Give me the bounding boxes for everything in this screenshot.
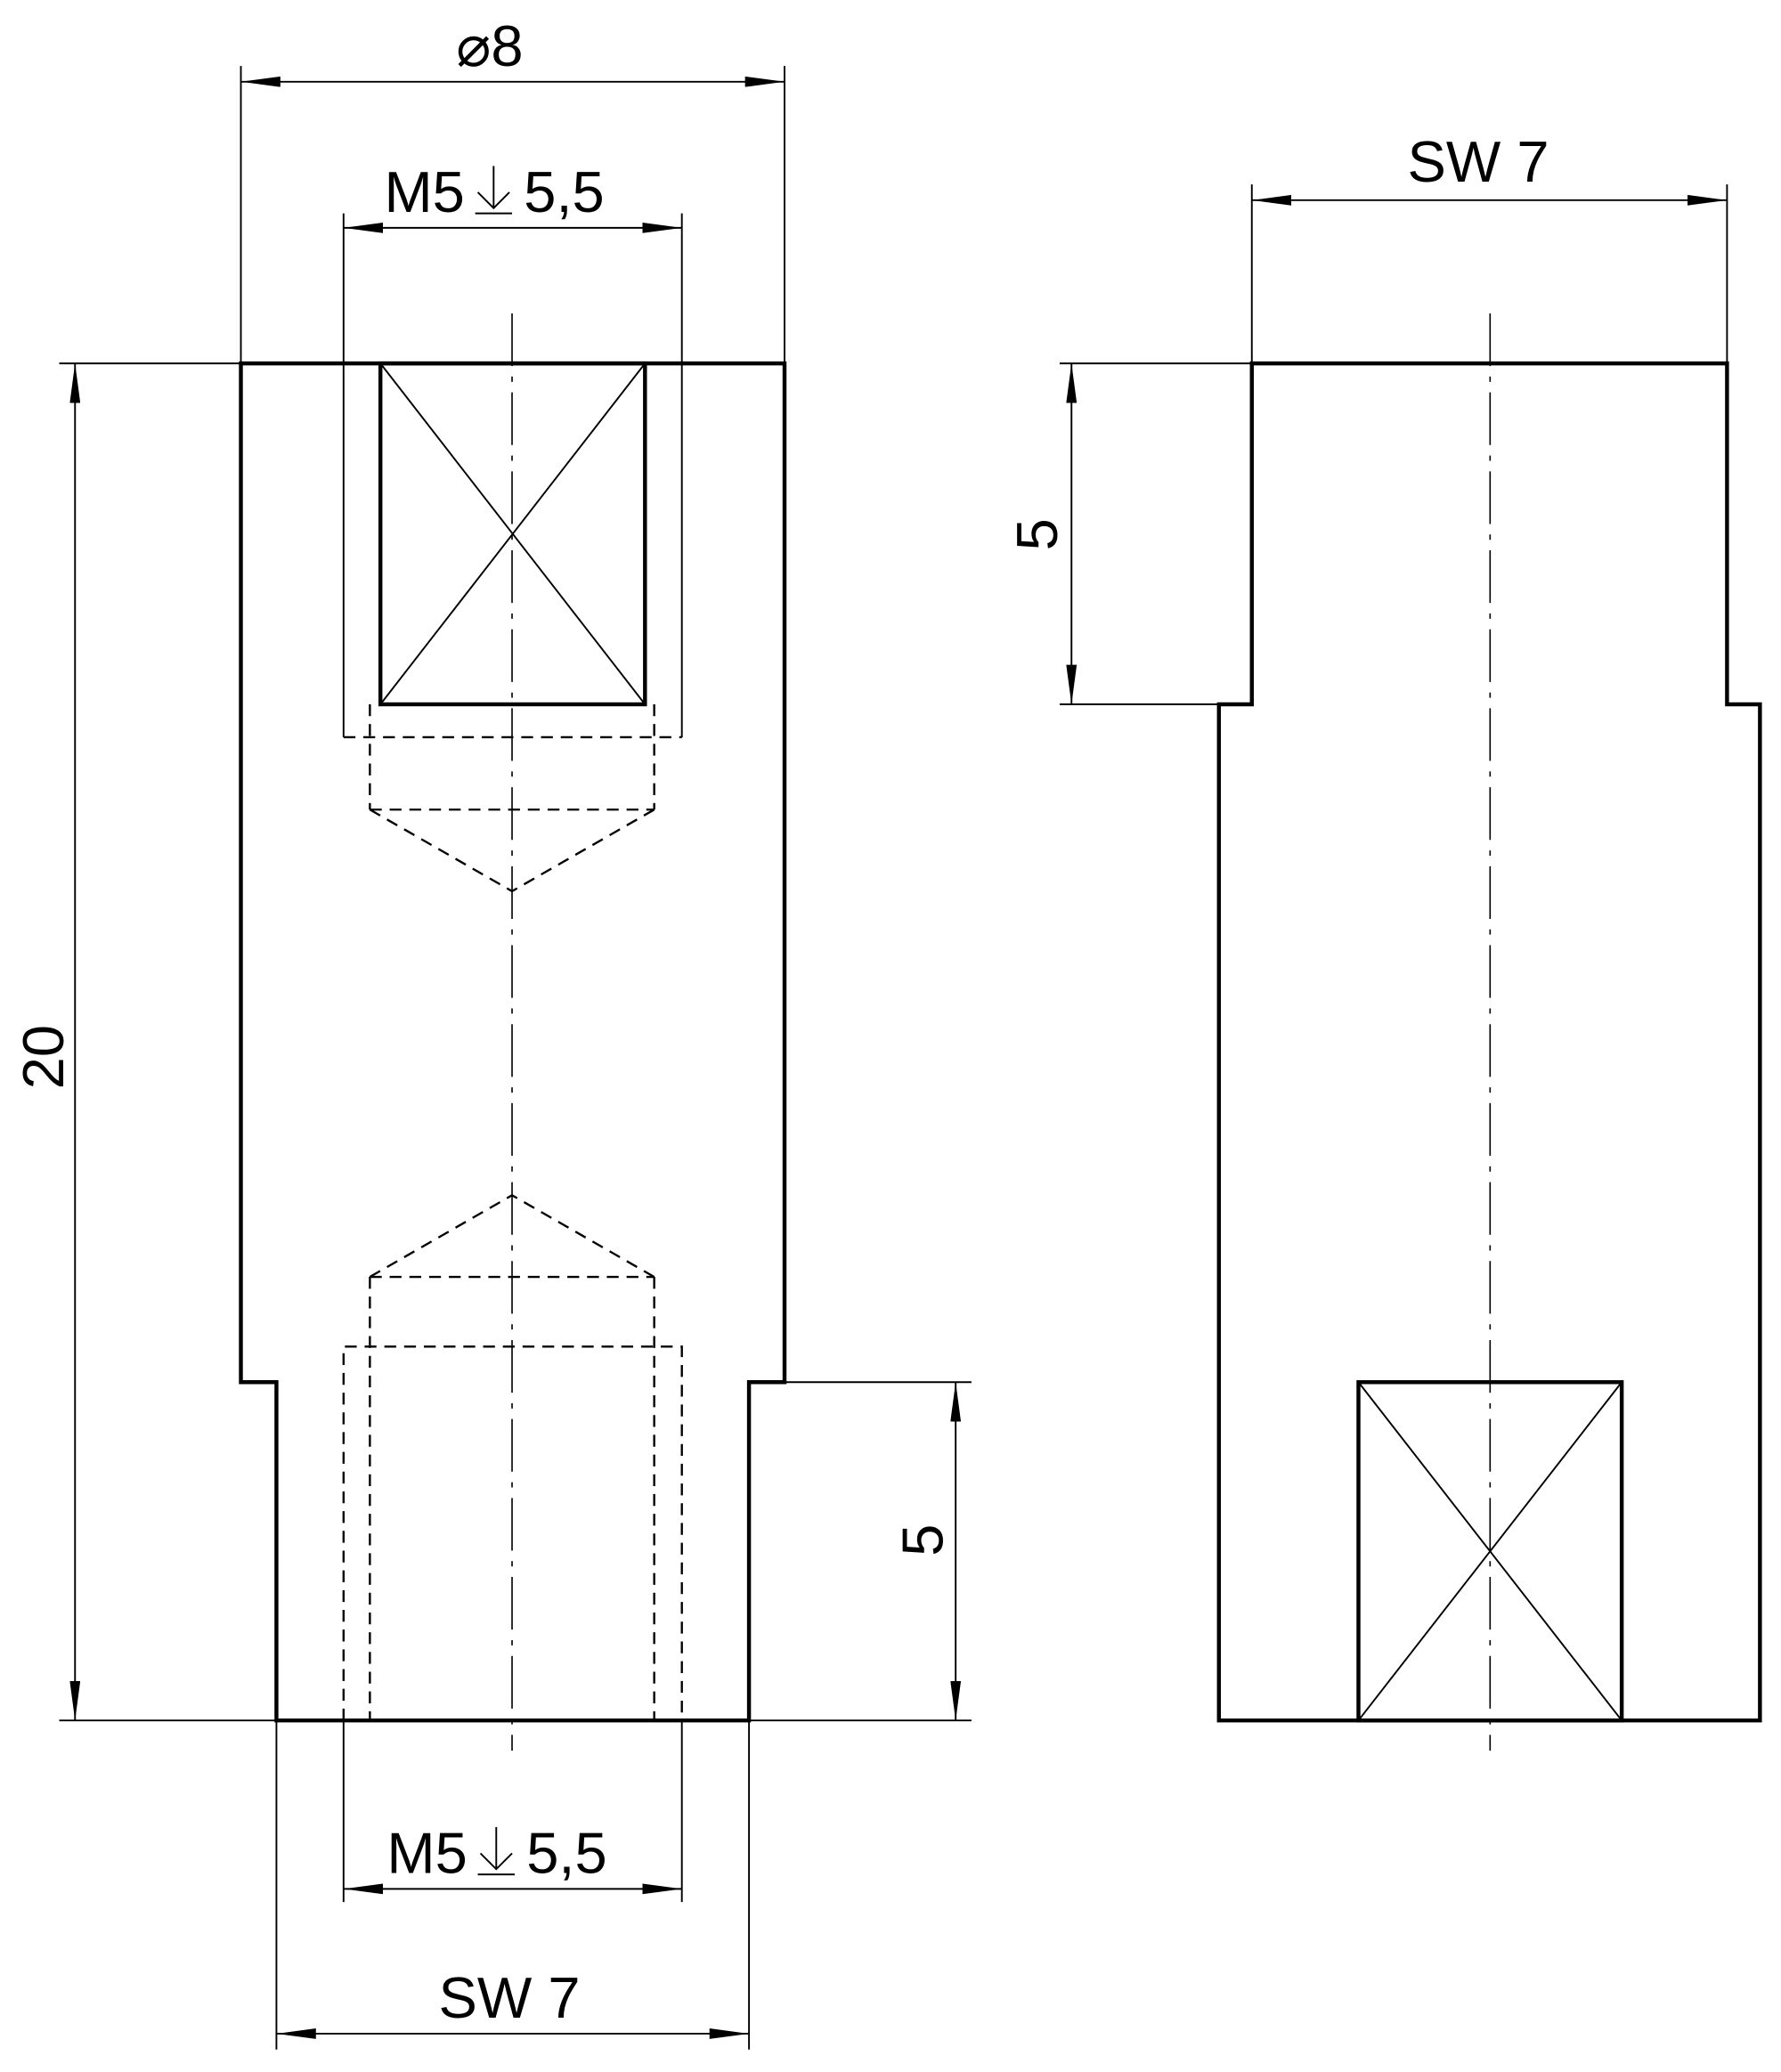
- diameter-label: ⌀8: [456, 13, 523, 78]
- hex-length-dimension: 5: [749, 1381, 972, 1722]
- thread-top-depth: 5,5: [524, 159, 604, 224]
- front-view: ⌀8 M5 5,5 20 5: [11, 13, 972, 2050]
- hex-width-dimension-side: SW 7: [1250, 129, 1728, 364]
- depth-icon: [477, 1826, 515, 1876]
- thread-top-size: M5: [384, 159, 464, 224]
- hex-width-label-front: SW 7: [439, 1965, 581, 2030]
- thread-top-dimension: M5 5,5: [342, 159, 683, 364]
- top-hex-socket: [342, 361, 683, 893]
- thread-bottom-depth: 5,5: [526, 1821, 606, 1886]
- hex-flat: [1356, 1380, 1624, 1723]
- side-outline: [1216, 361, 1762, 1723]
- depth-icon: [475, 166, 513, 215]
- thread-bottom-size: M5: [386, 1821, 467, 1886]
- step-length-dimension: 5: [1004, 362, 1252, 705]
- hex-length-label: 5: [890, 1524, 955, 1556]
- length-label: 20: [11, 1025, 76, 1089]
- hex-width-dimension-front: SW 7: [275, 1720, 751, 2050]
- diameter-dimension: ⌀8: [240, 13, 785, 364]
- length-dimension: 20: [11, 362, 277, 1722]
- thread-bottom-dimension: M5 5,5: [342, 1720, 683, 1903]
- step-length-label: 5: [1004, 518, 1069, 550]
- hex-width-label-side: SW 7: [1408, 129, 1549, 194]
- side-view: SW 7 5: [1004, 129, 1762, 1751]
